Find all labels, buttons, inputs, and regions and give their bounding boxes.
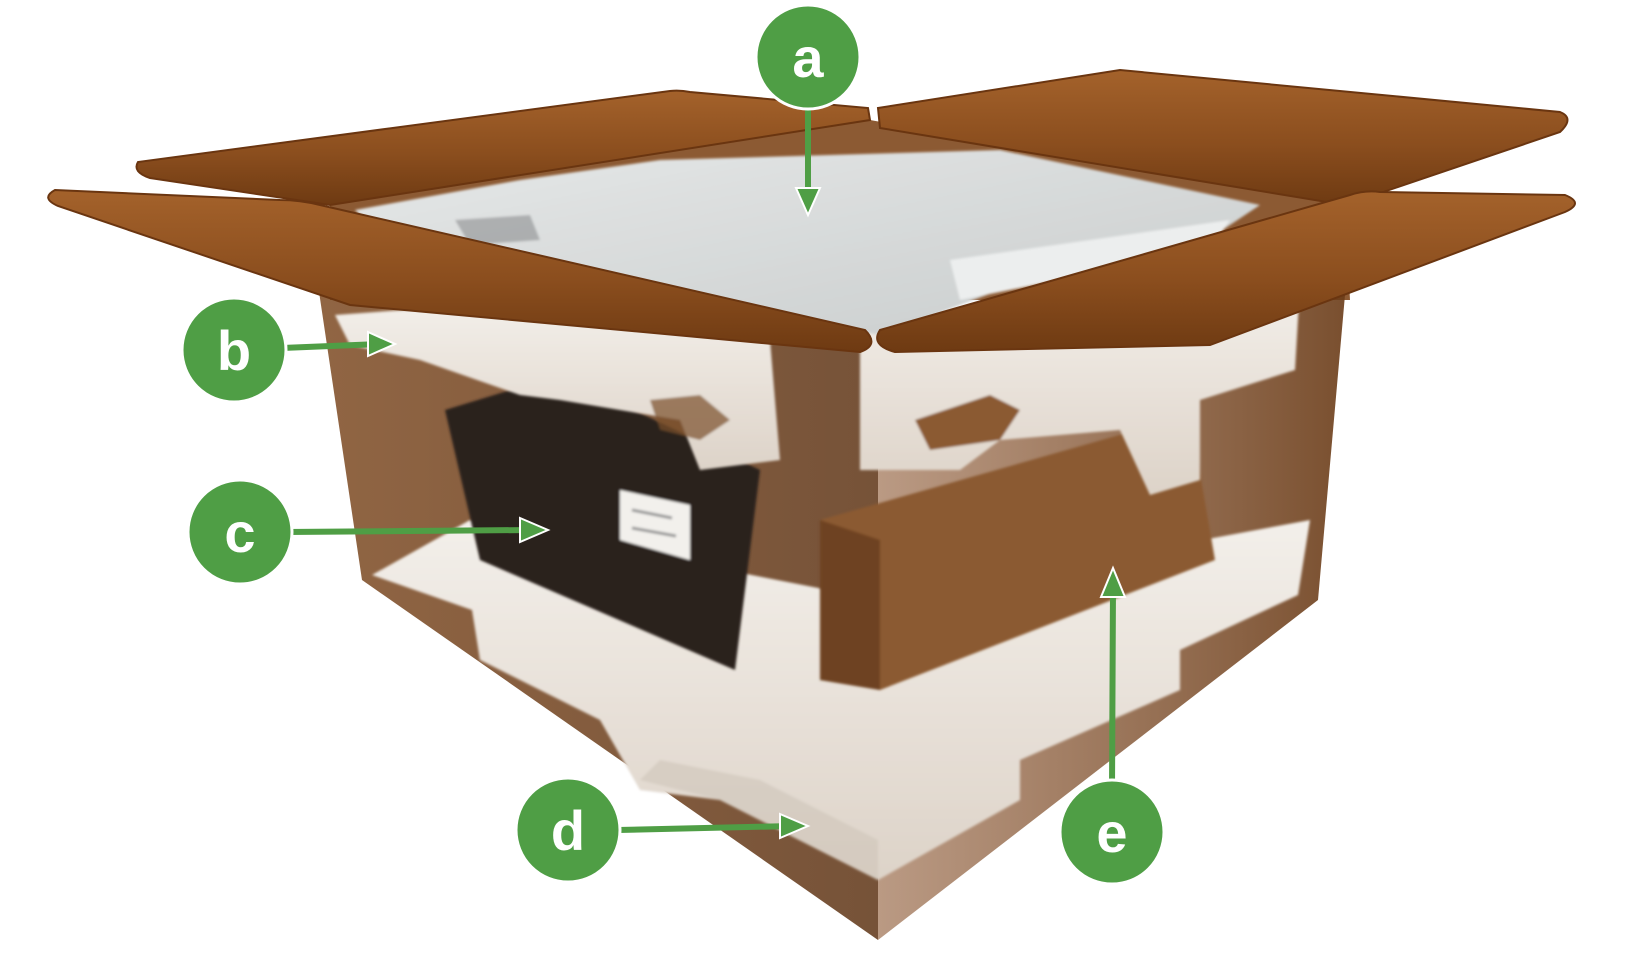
arrow-e <box>1099 565 1127 793</box>
callout-d: d <box>514 776 622 884</box>
callout-a-circle <box>754 3 862 111</box>
box-flaps <box>47 68 1576 354</box>
callout-b-label: b <box>217 319 251 382</box>
inner-accessory-box <box>820 415 1215 690</box>
printer-device <box>445 375 760 670</box>
callout-c-label: c <box>224 501 255 564</box>
callout-d-label: d <box>551 799 585 862</box>
arrow-b <box>279 330 398 358</box>
callout-b-circle <box>180 296 288 404</box>
flap-front-left <box>47 188 873 354</box>
callout-b: b <box>180 296 288 404</box>
flap-back-right <box>876 68 1569 207</box>
callout-e: e <box>1058 778 1166 886</box>
arrow-a <box>794 102 822 218</box>
arrow-c <box>283 516 551 544</box>
top-cover-sheet <box>355 150 1260 335</box>
callout-arrows <box>279 102 1127 840</box>
flap-back-left <box>135 89 872 207</box>
callout-a: a <box>754 3 862 111</box>
callout-e-label: e <box>1096 801 1127 864</box>
callout-d-circle <box>514 776 622 884</box>
arrow-d <box>615 812 811 840</box>
callout-a-label: a <box>792 26 824 89</box>
callout-e-circle <box>1058 778 1166 886</box>
callout-c-circle <box>186 478 294 586</box>
flap-front-right <box>876 190 1576 354</box>
callout-c: c <box>186 478 294 586</box>
